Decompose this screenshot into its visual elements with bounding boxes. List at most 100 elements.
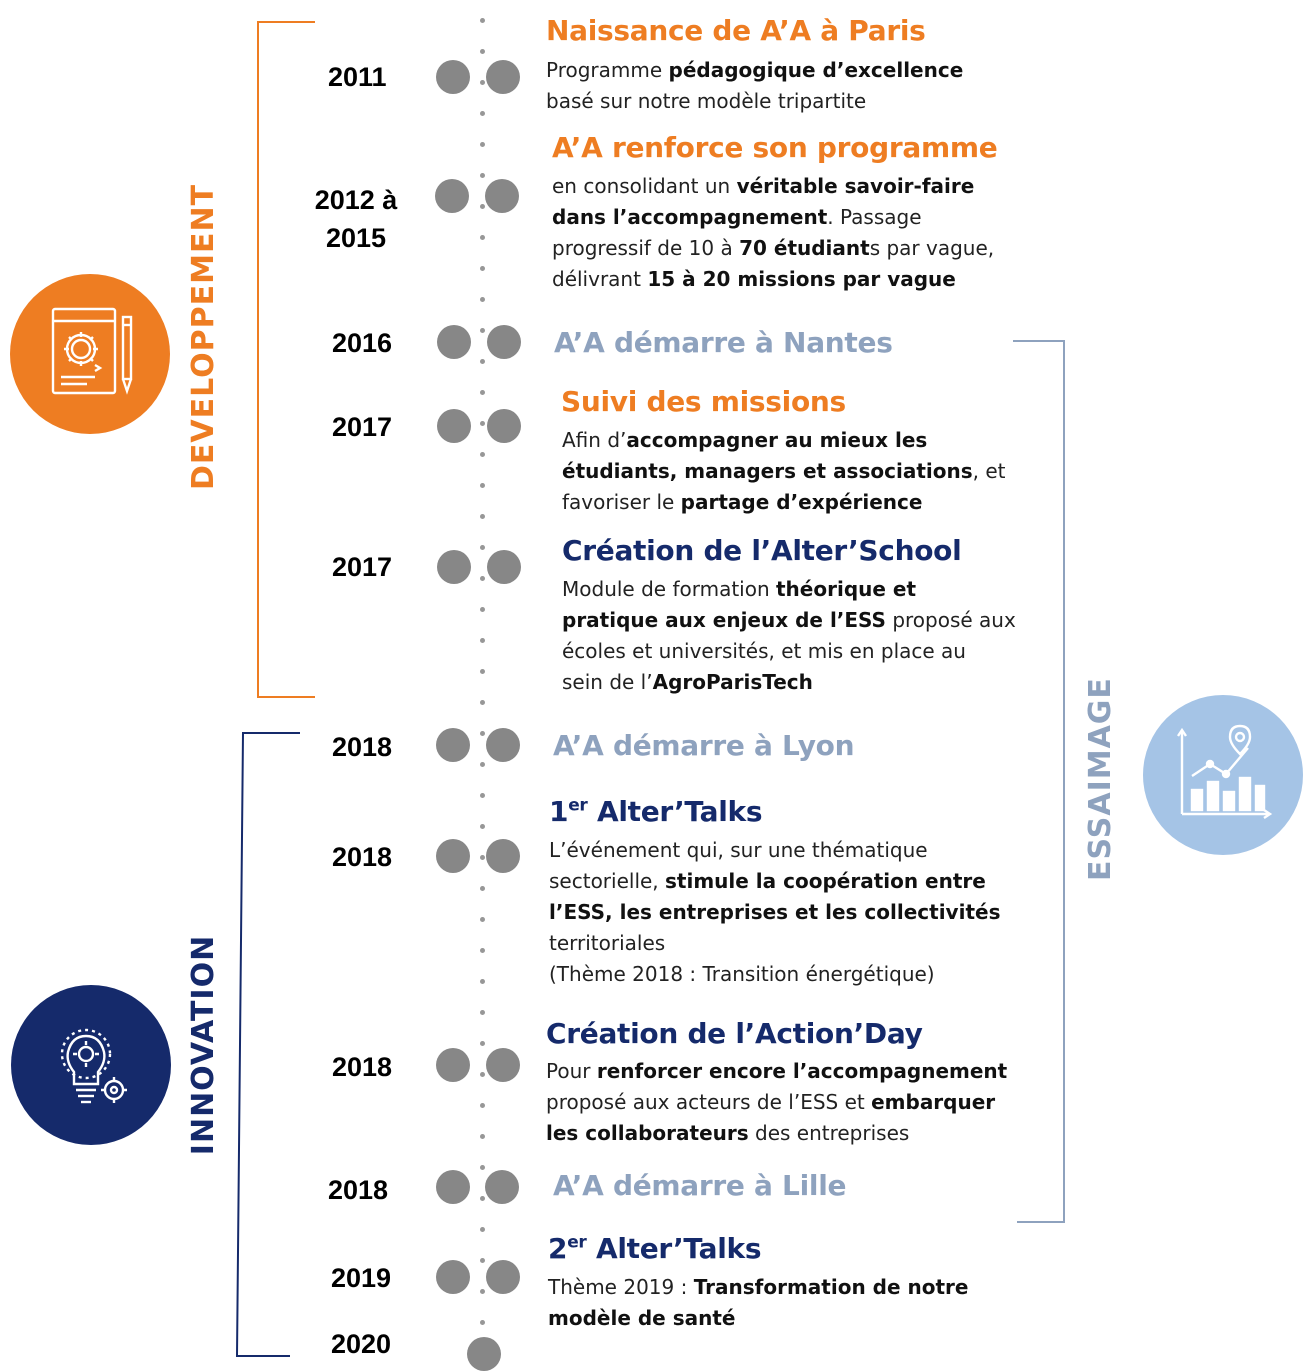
event-title: A’A démarre à Lille [553,1169,847,1202]
spine-dot [480,514,485,519]
timeline-node [486,1048,520,1082]
event-description: Thème 2019 : Transformation de notre modè… [548,1272,968,1334]
event-title: A’A démarre à Lyon [553,729,855,762]
event-title: 1er Alter’Talks [549,795,763,828]
description-line: territoriales [549,928,1000,959]
bold-text: AgroParisTech [652,670,813,694]
essaimage-label: ESSAIMAGE [1083,677,1118,881]
description-line: progressif de 10 à 70 étudiants par vagu… [552,233,994,264]
timeline-node [436,1048,470,1082]
timeline-node [436,728,470,762]
description-line: proposé aux acteurs de l’ESS et embarque… [546,1087,1007,1118]
bold-text: renforcer encore l’accompagnement [596,1059,1008,1083]
description-line: sectorielle, stimule la coopération entr… [549,866,1000,897]
bold-text: l’ESS, les entreprises et les collectivi… [549,900,1001,924]
description-line: favoriser le partage d’expérience [562,487,1006,518]
spine-dot [480,979,485,984]
bold-text: embarquer [871,1090,996,1114]
timeline-node [437,325,471,359]
text: . Passage [827,205,922,229]
event-title: A’A démarre à Nantes [554,326,893,359]
event-title: Création de l’Alter’School [562,534,962,567]
text: des entreprises [748,1121,910,1145]
spine-dot [480,173,485,178]
text: , et [972,459,1006,483]
spine-dot [480,1289,485,1294]
timeline-node [437,550,471,584]
timeline-node [485,179,519,213]
essaimage-bracket [1013,340,1065,1223]
event-year: 2016 [332,328,393,358]
text: Programme [546,58,669,82]
bold-text: véritable savoir-faire [736,174,975,198]
description-line: Afin d’accompagner au mieux les [562,425,1006,456]
spine-dot [480,266,485,271]
description-line: pratique aux enjeux de l’ESS proposé aux [562,605,1016,636]
timeline-node [487,550,521,584]
spine-dot [480,359,485,364]
timeline-node [436,839,470,873]
timeline-node [436,60,470,94]
spine-dot [480,1227,485,1232]
description-line: Programme pédagogique d’excellence [546,55,963,86]
innovation-bracket [235,732,300,1357]
bold-text: Transformation de notre [693,1275,969,1299]
text: Pour [546,1059,597,1083]
event-year: 2017 [332,412,393,442]
spine-dot [480,700,485,705]
text: délivrant [552,267,648,291]
bold-text: accompagner au mieux les [626,428,928,452]
description-line: basé sur notre modèle tripartite [546,86,963,117]
spine-dot [480,1165,485,1170]
description-line: Module de formation théorique et [562,574,1016,605]
event-year: 2020 [331,1329,392,1359]
event-title-suffix: er [567,1232,587,1253]
event-title: 2er Alter’Talks [548,1232,762,1265]
growth-chart-location-icon [1143,695,1303,855]
spine-dot [480,421,485,426]
text: sein de l’ [562,670,653,694]
spine-dot [480,49,485,54]
spine-dot [480,1320,485,1325]
description-line: écoles et universités, et mis en place a… [562,636,1016,667]
spine-dot [480,576,485,581]
event-year: 2012 à 2015 [306,181,406,257]
spine-dot [480,80,485,85]
event-title-number: 1 [549,795,569,828]
event-title: Naissance de A’A à Paris [546,14,926,47]
spine-dot [480,18,485,23]
description-line: L’événement qui, sur une thématique [549,835,1000,866]
description-line: délivrant 15 à 20 missions par vague [552,264,994,295]
spine-dot [480,607,485,612]
text: (Thème 2018 : Transition énergétique) [549,962,935,986]
bold-text: partage d’expérience [680,490,923,514]
bold-text: pédagogique d’excellence [668,58,964,82]
description-line: modèle de santé [548,1303,968,1334]
spine-dot [480,731,485,736]
text: favoriser le [562,490,681,514]
timeline-node [486,60,520,94]
event-title-text: Alter’Talks [586,1232,762,1265]
development-bracket [257,21,315,698]
bold-text: modèle de santé [548,1306,736,1330]
event-year: 2018 [332,732,393,762]
timeline-node [485,1170,519,1204]
description-line: Thème 2019 : Transformation de notre [548,1272,968,1303]
text: sectorielle, [549,869,666,893]
text: L’événement qui, sur une thématique [549,838,928,862]
timeline-node [467,1337,501,1371]
spine-dot [480,483,485,488]
description-line: sein de l’AgroParisTech [562,667,1016,698]
timeline-node [487,325,521,359]
spine-dot [480,824,485,829]
timeline-node [435,179,469,213]
event-description: en consolidant un véritable savoir-faire… [552,171,994,295]
text: proposé aux acteurs de l’ESS et [546,1090,872,1114]
text: écoles et universités, et mis en place a… [562,639,966,663]
event-title-number: 2 [548,1232,568,1265]
text: Afin d’ [562,428,627,452]
